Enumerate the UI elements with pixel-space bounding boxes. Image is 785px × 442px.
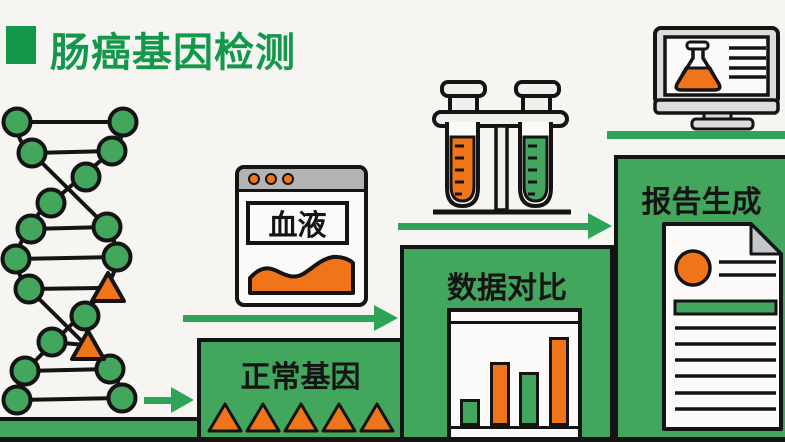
right-arrow-icon — [398, 213, 612, 239]
triangle-icon — [283, 402, 318, 433]
comparison-label: 数据对比 — [447, 272, 567, 305]
triangle-icon — [207, 402, 242, 433]
titlebar-dot — [248, 173, 260, 185]
chart-bar — [519, 372, 540, 426]
report-label: 报告生成 — [641, 186, 762, 219]
monitor-flask-icon — [653, 26, 780, 131]
browser-titlebar-dots — [248, 173, 294, 185]
step-block-comparison: 数据对比 — [400, 245, 614, 442]
right-arrow-icon — [144, 387, 194, 413]
report-document-icon — [662, 222, 783, 431]
right-arrow-icon — [183, 305, 398, 331]
triangle-icon — [321, 402, 356, 433]
chart-bar — [548, 337, 569, 426]
comparison-chart-bars — [451, 337, 578, 426]
chart-bar — [489, 362, 510, 426]
monitor-underline — [607, 131, 785, 139]
blood-wave-chart-icon — [248, 254, 355, 295]
browser-titlebar — [239, 169, 364, 192]
chart-bar — [460, 399, 481, 426]
chart-header-strip — [451, 312, 578, 324]
step-block-report: 报告生成 — [614, 155, 785, 442]
title-accent-square — [6, 26, 36, 64]
triangle-icon — [359, 402, 394, 433]
titlebar-dot — [265, 173, 277, 185]
titlebar-dot — [282, 173, 294, 185]
normal-gene-triangles — [201, 402, 400, 433]
comparison-mini-chart — [447, 308, 582, 442]
normal-gene-label: 正常基因 — [240, 361, 361, 394]
step-block-normal-gene: 正常基因 — [197, 338, 404, 442]
triangle-icon — [245, 402, 280, 433]
page-title: 肠癌基因检测 — [50, 31, 296, 75]
bottom-edge-strip — [0, 437, 785, 442]
blood-sample-label: 血液 — [246, 201, 349, 245]
dna-helix-icon — [0, 106, 139, 416]
sample-browser-window: 血液 — [235, 165, 368, 307]
chart-footer-strip — [451, 426, 578, 438]
test-tubes-icon — [432, 80, 571, 215]
